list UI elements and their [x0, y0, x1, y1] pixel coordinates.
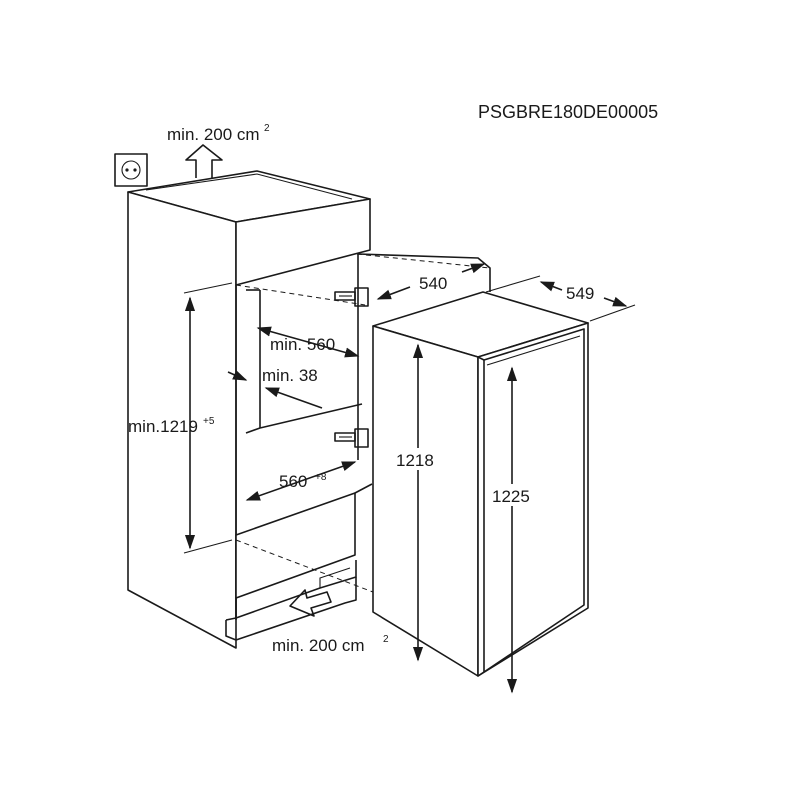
niche-height-label: min.1219 [128, 417, 198, 436]
side-wall-label: min. 38 [262, 366, 318, 385]
dim-niche-height [183, 282, 233, 554]
dim-door-depth-left [376, 286, 411, 300]
vent-bottom-sup: 2 [383, 634, 389, 645]
appliance-body [372, 291, 589, 677]
airflow-in-arrow-icon [289, 589, 332, 617]
vent-top-sup: 2 [264, 123, 270, 134]
appliance-depth-label: 549 [566, 284, 594, 303]
dim-side-wall-right-arrow [264, 387, 323, 409]
door-swing-outline [357, 253, 491, 292]
appliance-height-side-label: 1225 [492, 487, 530, 506]
reference-code: PSGBRE180DE00005 [478, 102, 658, 122]
vent-bottom-label: min. 200 cm [272, 636, 365, 655]
airflow-up-arrow-icon [185, 144, 223, 178]
cabinet-niche [127, 170, 491, 649]
appliance-height-side-bg [490, 484, 540, 506]
dim-door-depth-right [461, 263, 486, 274]
dim-side-wall-left-arrow [227, 370, 248, 381]
power-socket-icon [114, 153, 148, 187]
dim-appliance-depth [485, 275, 636, 322]
appliance-height-front-bg [394, 448, 444, 470]
door-depth-label: 540 [419, 274, 447, 293]
appliance-height-front-label: 1218 [396, 451, 434, 470]
dim-niche-width [256, 326, 360, 358]
dim-niche-depth [245, 461, 357, 501]
door-hinge-icon [334, 287, 369, 448]
vent-top-label: min. 200 cm [167, 125, 260, 144]
niche-depth-label: 560 [279, 472, 307, 491]
niche-height-sup: +5 [203, 416, 215, 427]
niche-width-label: min. 560 [270, 335, 335, 354]
niche-depth-sup: +8 [315, 472, 327, 483]
